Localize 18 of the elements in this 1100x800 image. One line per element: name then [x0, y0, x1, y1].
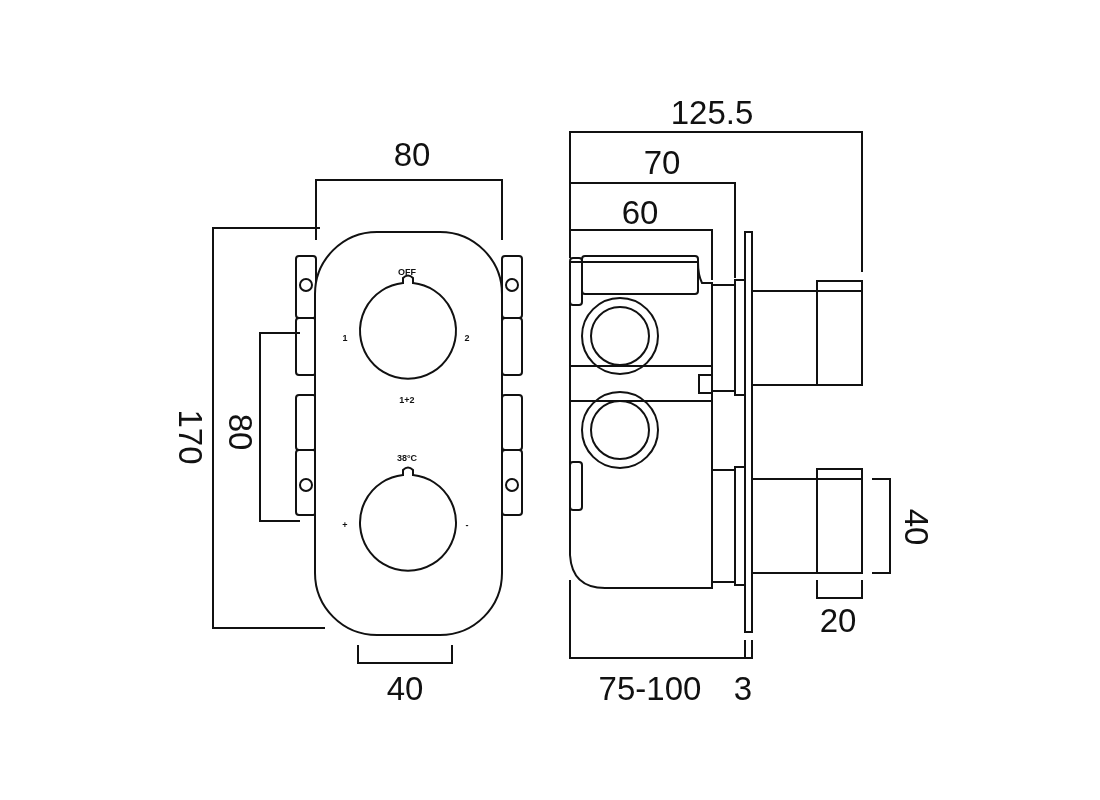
dial-marking: +: [342, 520, 348, 530]
dimension-label: 70: [643, 145, 681, 179]
dial-marking: 1: [342, 333, 348, 343]
dimension-label: 3: [733, 671, 753, 705]
dimension-label: 40: [899, 508, 933, 546]
dimension-label: 60: [621, 195, 659, 229]
dimension-label: 20: [819, 603, 857, 637]
dial-marking: 38°C: [396, 453, 418, 463]
dimension-label: 75-100: [598, 671, 702, 705]
dial-marking: OFF: [398, 267, 416, 277]
dimension-label: 80: [393, 137, 431, 171]
dial-marking: 1+2: [399, 395, 415, 405]
dimension-label: 80: [223, 413, 257, 451]
dimension-label: 170: [173, 409, 207, 465]
dimension-label: 40: [386, 671, 424, 705]
dial-marking: 2: [464, 333, 470, 343]
dial-marking: -: [465, 520, 469, 530]
dimension-label: 125.5: [670, 95, 754, 129]
